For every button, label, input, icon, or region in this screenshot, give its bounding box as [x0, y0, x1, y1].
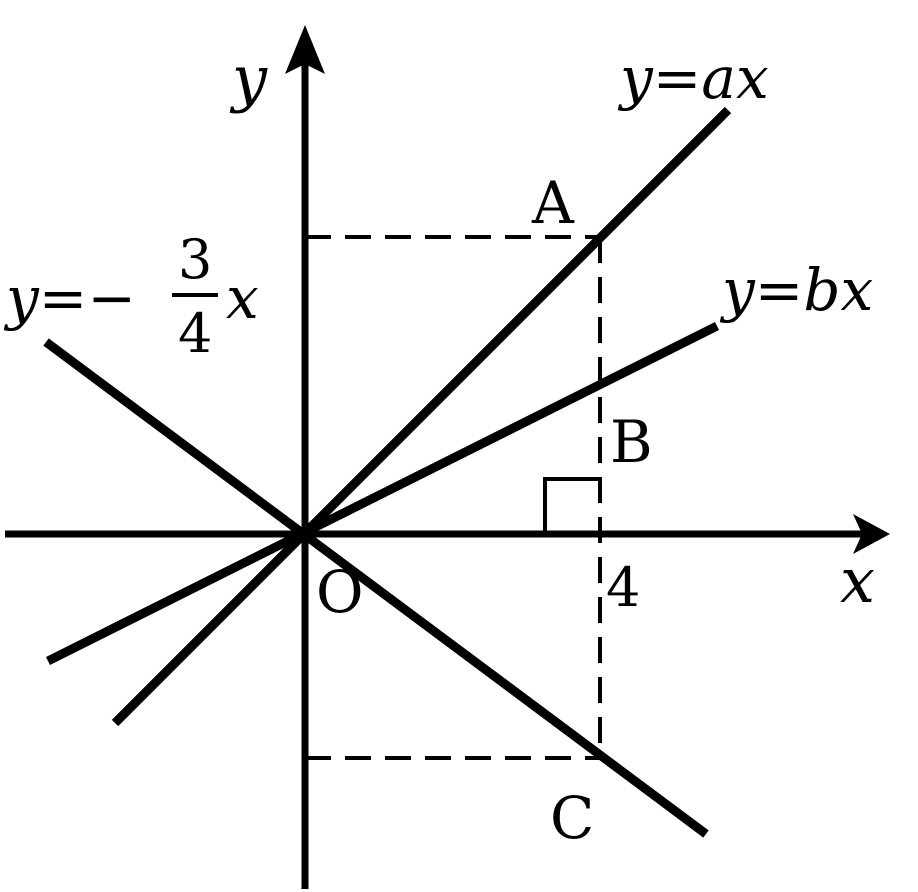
line-label-bx-suffix: bx: [803, 256, 873, 324]
x-axis-label: x: [840, 544, 875, 617]
point-label-B: B: [610, 408, 653, 476]
line-y-ax: [111, 106, 732, 727]
line-y-neg-three-quarters-x: [43, 338, 709, 838]
line-label-bx-prefix: y=: [719, 256, 803, 324]
y-axis-arrow-icon: [285, 25, 325, 74]
point-label-C: C: [550, 784, 594, 852]
fraction-denominator: 4: [178, 302, 212, 365]
line-label-y-neg-three-quarters-x: y=− 3 4 x: [3, 228, 259, 365]
svg-text:y=bx: y=bx: [719, 256, 873, 324]
line-y-bx: [45, 321, 720, 666]
line-label-y-bx: y=bx: [719, 256, 873, 324]
x-axis-arrow-icon: [853, 514, 890, 554]
svg-text:y=ax: y=ax: [617, 44, 769, 112]
x-tick-label-4: 4: [606, 556, 640, 619]
line-label-c-suffix: x: [226, 264, 259, 332]
y-axis-label: y: [229, 42, 268, 115]
line-label-ax-suffix: ax: [701, 44, 768, 112]
line-label-ax-prefix: y=: [617, 44, 701, 112]
line-label-y-ax: y=ax: [617, 44, 769, 112]
line-label-c-prefix: y=−: [3, 264, 136, 332]
right-angle-marker: [543, 477, 600, 534]
point-label-A: A: [531, 169, 575, 237]
origin-label: O: [316, 558, 364, 626]
fraction-numerator: 3: [178, 228, 212, 291]
